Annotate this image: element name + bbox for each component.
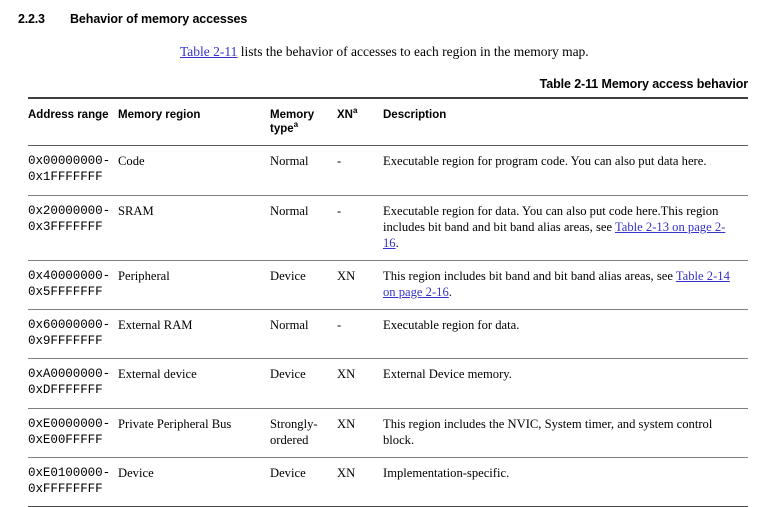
memory-access-table-container: Address range Memory region Memory typea… bbox=[0, 91, 768, 507]
cell-description: Implementation-specific. bbox=[383, 457, 748, 507]
table-row: 0x20000000-0x3FFFFFFF SRAM Normal - Exec… bbox=[28, 195, 748, 261]
address-end: 0x9FFFFFFF bbox=[28, 334, 103, 349]
table-row: 0xE0100000-0xFFFFFFFF Device Device XN I… bbox=[28, 457, 748, 507]
description-text: Executable region for data. bbox=[383, 318, 520, 333]
cell-xn: - bbox=[337, 195, 383, 261]
address-end: 0x1FFFFFFF bbox=[28, 170, 103, 185]
description-text: This region includes the NVIC, System ti… bbox=[383, 416, 713, 447]
address-end: 0xE00FFFFF bbox=[28, 432, 103, 447]
description-crossref-link[interactable]: Table 2-13 on page 2-16 bbox=[383, 219, 726, 250]
cell-memory-region: Code bbox=[118, 145, 270, 196]
address-end: 0x3FFFFFFF bbox=[28, 219, 103, 234]
cell-memory-region: Peripheral bbox=[118, 260, 270, 311]
section-title: Behavior of memory accesses bbox=[70, 12, 248, 26]
cell-description: Executable region for program code. You … bbox=[383, 145, 748, 196]
column-header-description-label: Description bbox=[383, 108, 447, 121]
cell-xn: XN bbox=[337, 457, 383, 507]
cell-memory-region: Device bbox=[118, 457, 270, 507]
column-header-memory-type-label: Memory type bbox=[270, 108, 315, 135]
footnote-marker-xn: a bbox=[352, 105, 358, 115]
section-heading: 2.2.3 Behavior of memory accesses bbox=[0, 0, 768, 26]
description-text: External Device memory. bbox=[383, 367, 512, 382]
address-start: 0xA0000000- bbox=[28, 367, 111, 382]
column-header-address-range: Address range bbox=[28, 96, 118, 147]
description-text: This region includes bit band and bit ba… bbox=[383, 268, 676, 283]
table-header-row: Address range Memory region Memory typea… bbox=[28, 96, 748, 147]
table-body: 0x00000000-0x1FFFFFFF Code Normal - Exec… bbox=[28, 145, 748, 507]
cell-description: This region includes bit band and bit ba… bbox=[383, 260, 748, 311]
intro-paragraph: Table 2-11 lists the behavior of accesse… bbox=[0, 26, 768, 61]
cell-memory-type: Device bbox=[270, 457, 337, 507]
description-text-tail: . bbox=[395, 235, 399, 250]
cell-xn: - bbox=[337, 309, 383, 360]
cell-xn: - bbox=[337, 145, 383, 196]
address-start: 0xE0100000- bbox=[28, 465, 111, 480]
cell-xn: XN bbox=[337, 408, 383, 458]
description-crossref-link[interactable]: Table 2-14 on page 2-16 bbox=[383, 268, 730, 299]
cell-address-range: 0xE0100000-0xFFFFFFFF bbox=[28, 457, 118, 507]
address-end: 0x5FFFFFFF bbox=[28, 284, 103, 299]
cell-address-range: 0x00000000-0x1FFFFFFF bbox=[28, 145, 118, 196]
table-caption: Table 2-11 Memory access behavior bbox=[539, 76, 748, 91]
cell-memory-region: External RAM bbox=[118, 309, 270, 360]
address-start: 0x00000000- bbox=[28, 154, 111, 169]
column-header-xn-label: XN bbox=[337, 108, 353, 121]
table-2-11-crossref-link[interactable]: Table 2-11 bbox=[180, 44, 238, 59]
description-text: Executable region for data. You can also… bbox=[383, 203, 719, 234]
cell-address-range: 0xE0000000-0xE00FFFFF bbox=[28, 408, 118, 458]
column-header-memory-region-label: Memory region bbox=[118, 108, 201, 121]
cell-memory-type: Normal bbox=[270, 309, 337, 360]
cell-memory-type: Normal bbox=[270, 145, 337, 196]
table-row: 0x40000000-0x5FFFFFFF Peripheral Device … bbox=[28, 260, 748, 311]
cell-memory-region: External device bbox=[118, 358, 270, 409]
address-end: 0xFFFFFFFF bbox=[28, 481, 103, 496]
cell-address-range: 0x20000000-0x3FFFFFFF bbox=[28, 195, 118, 261]
column-header-address-range-label: Address range bbox=[28, 108, 109, 121]
description-text: Implementation-specific. bbox=[383, 465, 510, 480]
cell-xn: XN bbox=[337, 358, 383, 409]
cell-description: Executable region for data. You can also… bbox=[383, 195, 748, 261]
address-start: 0xE0000000- bbox=[28, 416, 111, 431]
table-row: 0x00000000-0x1FFFFFFF Code Normal - Exec… bbox=[28, 145, 748, 196]
cell-description: External Device memory. bbox=[383, 358, 748, 409]
cell-address-range: 0xA0000000-0xDFFFFFFF bbox=[28, 358, 118, 409]
cell-address-range: 0x40000000-0x5FFFFFFF bbox=[28, 260, 118, 311]
cell-memory-type: Device bbox=[270, 260, 337, 311]
intro-text: lists the behavior of accesses to each r… bbox=[237, 44, 589, 59]
cell-xn: XN bbox=[337, 260, 383, 311]
section-number: 2.2.3 bbox=[18, 12, 45, 26]
address-start: 0x20000000- bbox=[28, 203, 111, 218]
cell-memory-type: Strongly-ordered bbox=[270, 408, 337, 458]
footnote-marker-memory-type: a bbox=[293, 120, 299, 130]
column-header-memory-region: Memory region bbox=[118, 96, 270, 147]
cell-description: Executable region for data. bbox=[383, 309, 748, 360]
cell-description: This region includes the NVIC, System ti… bbox=[383, 408, 748, 458]
column-header-xn: XNa bbox=[337, 96, 383, 147]
description-text-tail: . bbox=[448, 284, 452, 299]
column-header-description: Description bbox=[383, 96, 748, 147]
table-row: 0xA0000000-0xDFFFFFFF External device De… bbox=[28, 358, 748, 409]
cell-address-range: 0x60000000-0x9FFFFFFF bbox=[28, 309, 118, 360]
address-end: 0xDFFFFFFF bbox=[28, 383, 103, 398]
description-text: Executable region for program code. You … bbox=[383, 154, 707, 169]
cell-memory-region: SRAM bbox=[118, 195, 270, 261]
memory-access-table: Address range Memory region Memory typea… bbox=[28, 96, 748, 507]
address-start: 0x40000000- bbox=[28, 268, 111, 283]
table-row: 0xE0000000-0xE00FFFFF Private Peripheral… bbox=[28, 408, 748, 458]
address-start: 0x60000000- bbox=[28, 318, 111, 333]
column-header-memory-type: Memory typea bbox=[270, 96, 337, 147]
cell-memory-region: Private Peripheral Bus bbox=[118, 408, 270, 458]
cell-memory-type: Normal bbox=[270, 195, 337, 261]
table-row: 0x60000000-0x9FFFFFFF External RAM Norma… bbox=[28, 309, 748, 360]
cell-memory-type: Device bbox=[270, 358, 337, 409]
